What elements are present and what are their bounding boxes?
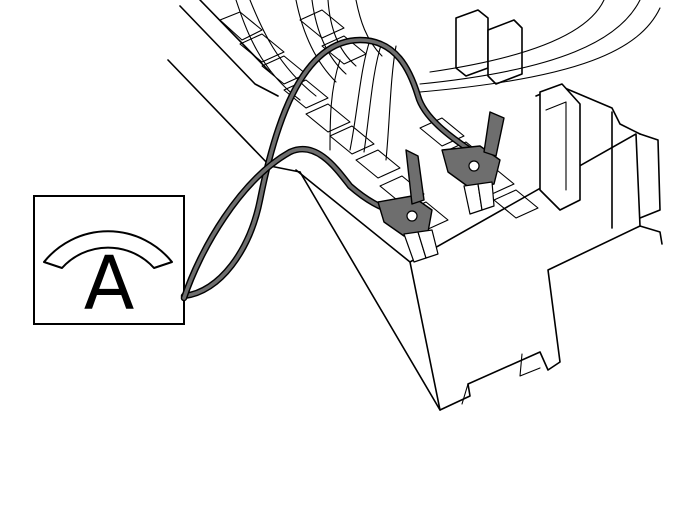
test-lead-negative-core bbox=[182, 147, 402, 300]
housing-inner-rail bbox=[199, 0, 271, 73]
cavity bbox=[219, 11, 263, 41]
harness-wire bbox=[419, 7, 661, 93]
housing-top-rail bbox=[179, 5, 279, 97]
harness-wire bbox=[249, 0, 317, 97]
harness-wire bbox=[311, 0, 347, 75]
housing-notch bbox=[519, 353, 541, 377]
clip-jaw bbox=[417, 229, 439, 259]
cavity bbox=[355, 149, 401, 179]
harness-wire bbox=[349, 39, 371, 151]
clip-handle bbox=[405, 149, 425, 205]
clip-handle bbox=[483, 111, 505, 157]
test-lead-negative bbox=[180, 145, 404, 302]
harness-wire bbox=[429, 0, 605, 73]
harness-wire bbox=[419, 0, 641, 85]
test-leads bbox=[180, 36, 474, 302]
cavity bbox=[305, 103, 351, 133]
harness-wire bbox=[327, 0, 357, 67]
housing-corner-edge bbox=[299, 171, 441, 411]
harness-wire bbox=[385, 45, 397, 161]
wiring-harness bbox=[235, 0, 661, 161]
cavity bbox=[299, 9, 345, 39]
relay-socket bbox=[539, 83, 581, 211]
alligator-clip-right bbox=[441, 111, 505, 215]
alligator-clip-left bbox=[377, 149, 439, 263]
ammeter bbox=[33, 195, 185, 325]
harness-wire bbox=[235, 0, 301, 101]
terminal-block bbox=[455, 9, 489, 77]
harness-wire bbox=[295, 0, 337, 83]
ammeter-scale-arc bbox=[43, 230, 173, 269]
housing-front-wall bbox=[409, 133, 641, 411]
clip-body bbox=[377, 195, 433, 237]
clip-pivot bbox=[406, 210, 418, 222]
clip-jaw bbox=[477, 181, 495, 211]
housing-right-step bbox=[639, 225, 663, 245]
harness-wire bbox=[355, 0, 383, 57]
relay-box-housing bbox=[167, 0, 663, 411]
harness-wire bbox=[363, 41, 383, 153]
cavity bbox=[239, 33, 285, 63]
cavity bbox=[493, 189, 539, 219]
terminal-block bbox=[487, 19, 523, 85]
housing-foot bbox=[461, 383, 469, 405]
relay-socket-inner bbox=[545, 101, 567, 191]
clip-pivot bbox=[468, 160, 480, 172]
housing-right-shell bbox=[639, 133, 661, 219]
harness-wire bbox=[329, 59, 341, 151]
test-lead-positive-core bbox=[182, 38, 472, 298]
cavity bbox=[329, 125, 375, 155]
housing-front-top-edge bbox=[295, 169, 411, 263]
cavity bbox=[379, 175, 425, 205]
